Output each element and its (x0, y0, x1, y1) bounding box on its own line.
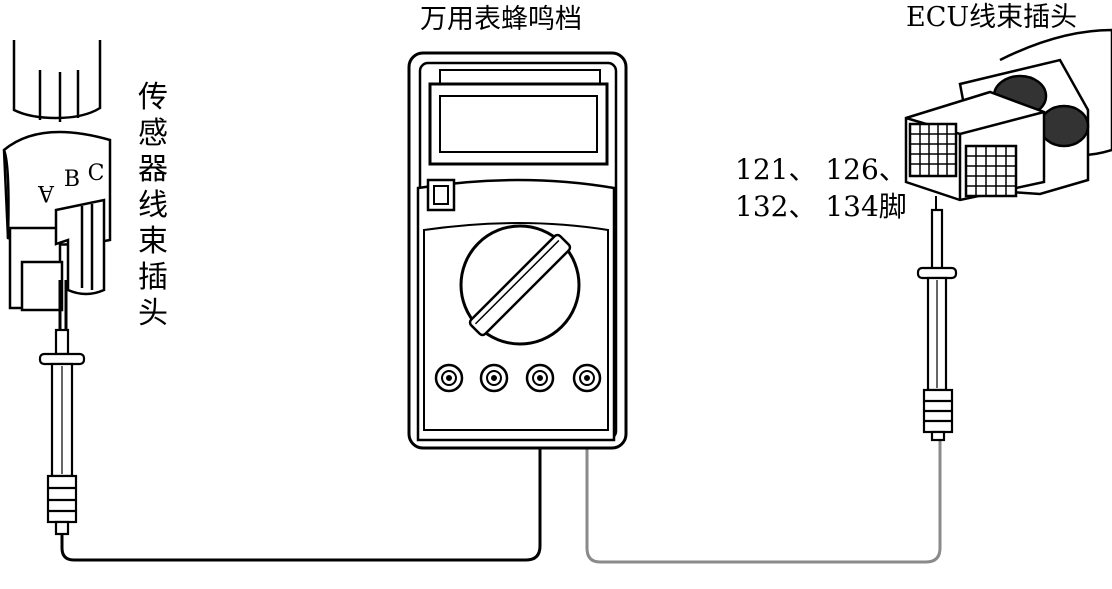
ecu-pin-numbers-line2: 132、 134脚 (735, 190, 907, 223)
sensor-terminal-letters: A B C (37, 161, 104, 205)
input-jack-com (525, 363, 555, 393)
terminal-b: B (64, 167, 80, 192)
input-jack-2 (479, 363, 509, 393)
ecu-pin-grid-right (964, 144, 1018, 198)
gray-probe-lead (585, 386, 942, 564)
selector-pointer (468, 233, 572, 337)
ecu-pin-numbers-line1: 121、 126、 (735, 153, 907, 186)
terminal-a: A (37, 180, 55, 205)
multimeter-mode-label: 万用表蜂鸣档 (420, 4, 582, 35)
sensor-connector-label: 传感器线束插头 (138, 80, 168, 331)
input-jack-v-ohm (572, 363, 602, 393)
left-test-probe (38, 328, 86, 536)
input-jack-1 (434, 363, 464, 393)
black-probe-lead (60, 386, 542, 562)
right-test-probe (916, 196, 958, 442)
ecu-connector-label: ECU线束插头 (906, 2, 1078, 33)
multimeter (407, 51, 628, 450)
terminal-c: C (88, 161, 105, 186)
lcd-display (439, 95, 598, 153)
sensor-connector (2, 40, 112, 332)
ecu-pin-grid-left (908, 122, 958, 178)
